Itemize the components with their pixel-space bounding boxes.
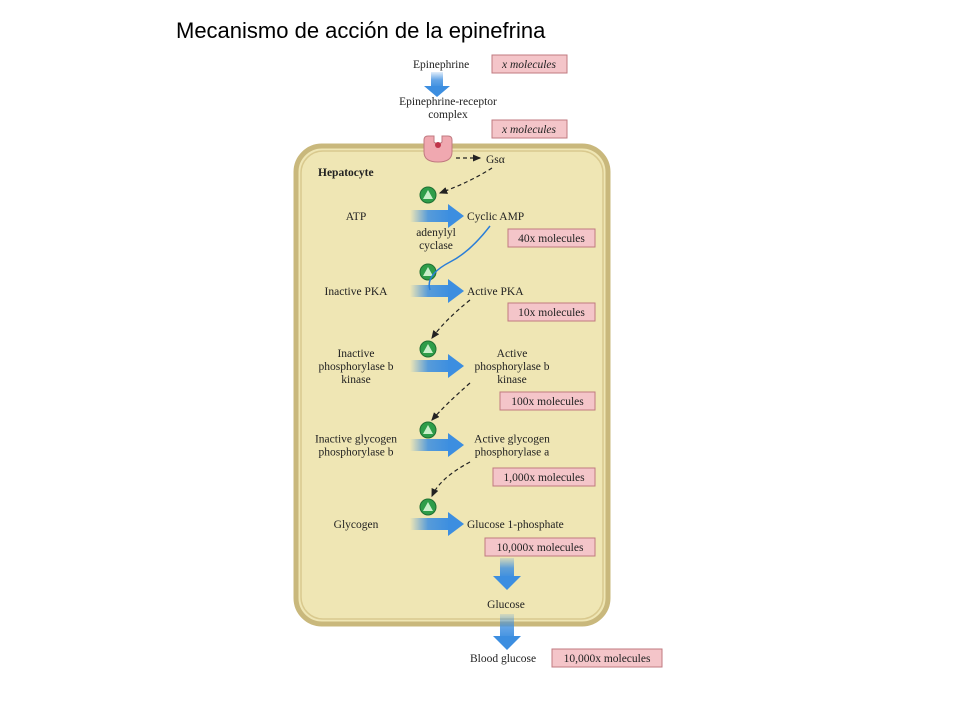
- product-label-line: phosphorylase b: [474, 361, 549, 373]
- svg-text:10,000x molecules: 10,000x molecules: [564, 653, 651, 665]
- svg-text:40x molecules: 40x molecules: [518, 233, 585, 245]
- epinephrine-amount-box: x molecules: [491, 54, 568, 74]
- product-label-line: kinase: [497, 374, 526, 386]
- blue-arrow-icon: [493, 558, 521, 590]
- amount-box: 10x molecules: [507, 302, 596, 322]
- substrate-label-line: phosphorylase b: [318, 447, 393, 459]
- substrate-label-line: ATP: [346, 211, 366, 223]
- enzyme-triangle-icon: [419, 186, 437, 204]
- product-label-line: Cyclic AMP: [467, 211, 524, 223]
- epinephrine-label: Epinephrine: [413, 59, 469, 71]
- amount-box: 100x molecules: [499, 391, 596, 411]
- blood-glucose-label: Blood glucose: [470, 653, 536, 665]
- substrate-label-line: Inactive PKA: [325, 286, 389, 298]
- enzyme-triangle-icon: [419, 263, 437, 281]
- complex-label-line1: Epinephrine-receptor: [399, 96, 497, 108]
- svg-text:x molecules: x molecules: [501, 59, 556, 71]
- blood-glucose-amount-box: 10,000x molecules: [551, 648, 663, 668]
- camp-activation-curve: [428, 225, 491, 291]
- product-label-line: Glucose 1-phosphate: [467, 519, 564, 531]
- svg-text:10x molecules: 10x molecules: [518, 307, 585, 319]
- blue-arrow-icon: [410, 354, 464, 378]
- svg-text:1,000x molecules: 1,000x molecules: [503, 472, 585, 484]
- complex-amount-box: x molecules: [491, 119, 568, 139]
- blue-arrow-icon: [410, 512, 464, 536]
- svg-text:100x molecules: 100x molecules: [511, 396, 584, 408]
- enzyme-triangle-icon: [419, 421, 437, 439]
- substrate-label-line: phosphorylase b: [318, 361, 393, 373]
- enzyme-name-line: adenylyl: [416, 227, 456, 239]
- product-label-line: phosphorylase a: [475, 447, 549, 459]
- enzyme-triangle-icon: [419, 340, 437, 358]
- svg-text:x molecules: x molecules: [501, 124, 556, 136]
- substrate-label-line: Glycogen: [334, 519, 379, 531]
- enzyme-triangle-icon: [419, 498, 437, 516]
- complex-label-line2: complex: [428, 109, 468, 121]
- amount-box: 1,000x molecules: [492, 467, 596, 487]
- page-title: Mecanismo de acción de la epinefrina: [176, 18, 546, 43]
- product-label-line: Active PKA: [467, 286, 524, 298]
- svg-text:10,000x molecules: 10,000x molecules: [497, 542, 584, 554]
- blue-arrow-icon: [493, 614, 521, 650]
- amount-box: 40x molecules: [507, 228, 596, 248]
- product-label-line: Active: [497, 348, 528, 360]
- substrate-label-line: Inactive: [337, 348, 374, 360]
- amount-box: 10,000x molecules: [484, 537, 596, 557]
- substrate-label-line: kinase: [341, 374, 370, 386]
- substrate-label-line: Inactive glycogen: [315, 434, 397, 446]
- blue-arrow-icon: [410, 204, 464, 228]
- gs-alpha-label: Gsα: [486, 154, 505, 166]
- blue-arrow-icon: [410, 279, 464, 303]
- blue-arrow-icon: [410, 433, 464, 457]
- glucose-label: Glucose: [487, 599, 525, 611]
- enzyme-name-line: cyclase: [419, 240, 453, 252]
- product-label-line: Active glycogen: [474, 434, 550, 446]
- receptor-icon: [423, 135, 453, 163]
- blue-arrow-icon: [424, 72, 450, 97]
- hepatocyte-label: Hepatocyte: [318, 167, 374, 179]
